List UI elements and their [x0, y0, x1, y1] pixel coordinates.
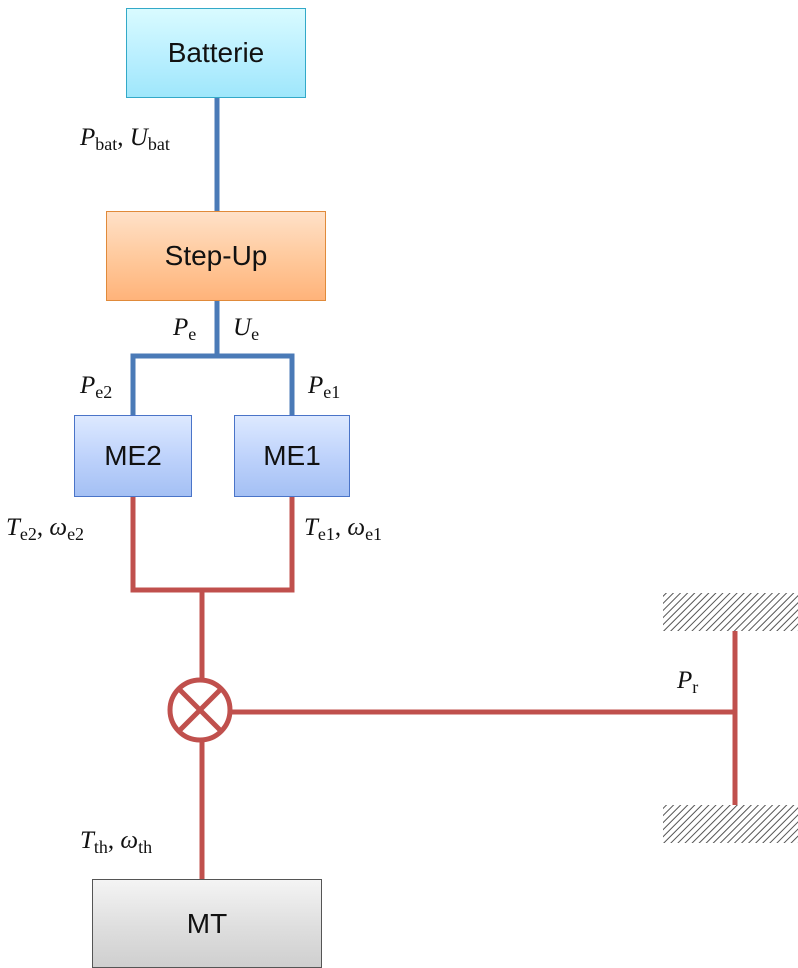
label-pe2: Pe2 [80, 372, 113, 402]
stepup-block: Step-Up [106, 211, 326, 301]
label-pr: Pr [677, 667, 699, 697]
stepup-label: Step-Up [164, 240, 268, 271]
link-me2-me1-shaft [130, 497, 295, 593]
label-tth-wth: Tth, ωth [80, 827, 153, 857]
mt-block: MT [92, 879, 322, 968]
label-te1-we1: Te1, ωe1 [304, 514, 383, 544]
electrical-bus [130, 353, 295, 415]
label-pe1: Pe1 [308, 372, 341, 402]
ground-hatch-icon [663, 805, 798, 843]
me2-label: ME2 [104, 440, 162, 471]
me1-label: ME1 [263, 440, 321, 471]
label-pbat-ubat: Pbat, Ubat [80, 124, 170, 154]
label-pe: Pe [173, 314, 197, 344]
battery-block: Batterie [126, 8, 306, 98]
label-te2-we2: Te2, ωe2 [6, 514, 85, 544]
battery-label: Batterie [167, 37, 265, 68]
ground-hatch-icon [663, 593, 798, 631]
mt-label: MT [186, 907, 228, 939]
electrical-links [130, 98, 295, 415]
me2-block: ME2 [74, 415, 192, 497]
label-ue: Ue [233, 314, 260, 344]
mechanical-links [130, 497, 738, 879]
me1-block: ME1 [234, 415, 350, 497]
summing-junction-icon [167, 677, 233, 743]
